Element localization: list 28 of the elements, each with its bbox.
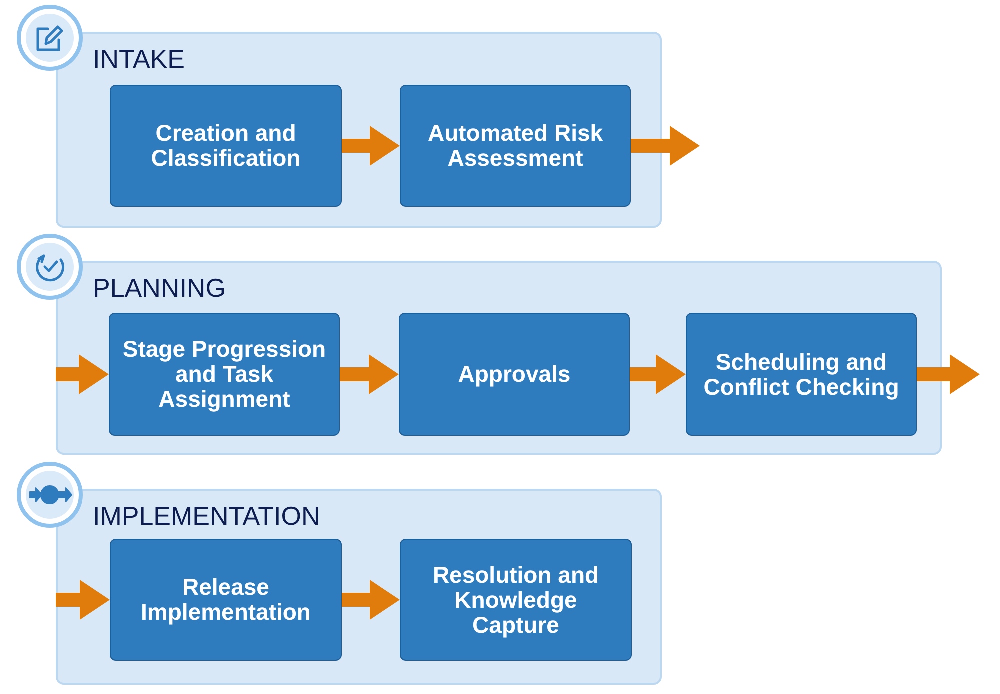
arrow xyxy=(56,354,109,394)
arrow xyxy=(340,354,399,394)
arrow xyxy=(342,580,400,620)
arrow xyxy=(56,580,110,620)
step-text: Resolution and Knowledge Capture xyxy=(432,562,600,638)
arrow xyxy=(342,126,400,166)
stage-title: PLANNING xyxy=(93,273,226,304)
stage-panel xyxy=(56,261,942,455)
arrow xyxy=(630,354,686,394)
step-text: Automated Risk Assessment xyxy=(426,121,604,171)
arrow xyxy=(631,126,700,166)
step-text: Release Implementation xyxy=(140,575,312,625)
stage-panel xyxy=(56,32,662,228)
arrow xyxy=(917,354,980,394)
stage-title: INTAKE xyxy=(93,44,185,75)
process-box xyxy=(109,313,340,436)
process-box xyxy=(686,313,917,436)
process-box xyxy=(399,313,630,436)
stage-panel xyxy=(56,489,662,685)
step-text: Creation and Classification xyxy=(150,121,302,171)
stage-title: IMPLEMENTATION xyxy=(93,501,320,532)
process-box xyxy=(110,539,342,661)
process-box xyxy=(110,85,342,207)
step-text: Approvals xyxy=(458,362,571,387)
process-box xyxy=(400,539,632,661)
process-box xyxy=(400,85,631,207)
step-text: Stage Progression and Task Assignment xyxy=(122,337,328,412)
step-text: Scheduling and Conflict Checking xyxy=(702,350,900,400)
